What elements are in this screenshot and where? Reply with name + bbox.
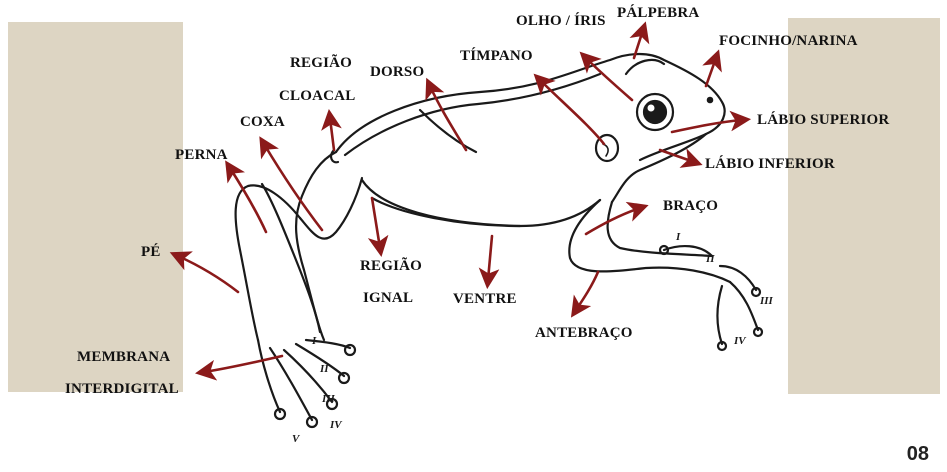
label-ventre: VENTRE bbox=[453, 291, 517, 308]
arrow-timpano bbox=[540, 80, 604, 144]
arrow-braco bbox=[586, 208, 640, 234]
foot-digit-numeral: III bbox=[321, 393, 336, 405]
foot-digit-numeral: IV bbox=[329, 419, 343, 431]
frog-eyelid bbox=[626, 60, 664, 74]
frog-hind-shin bbox=[236, 185, 300, 340]
label-dorso: DORSO bbox=[370, 64, 424, 81]
label-regiao-cloacal-line2: CLOACAL bbox=[279, 88, 355, 105]
label-olho-iris: OLHO / ÍRIS bbox=[516, 13, 606, 30]
frog-eye-highlight bbox=[648, 105, 655, 112]
page-number: 08 bbox=[907, 443, 929, 466]
foot-digit-numeral: V bbox=[292, 433, 301, 445]
foot-digit-numeral: II bbox=[319, 363, 329, 375]
label-coxa: COXA bbox=[240, 114, 285, 131]
hand-digit-numeral: I bbox=[675, 231, 681, 243]
arrow-labio-superior bbox=[672, 120, 742, 132]
arrow-ventre bbox=[488, 236, 492, 280]
arrow-olho-iris bbox=[586, 58, 632, 100]
arrow-regiao-cloacal bbox=[330, 118, 334, 150]
label-braco: BRAÇO bbox=[663, 198, 718, 215]
label-membrana: MEMBRANA bbox=[77, 349, 170, 366]
label-regiao-ignal-line1: REGIÃO bbox=[360, 258, 422, 275]
foot-digit-numeral: I bbox=[311, 335, 317, 347]
arrow-antebraco bbox=[576, 272, 598, 310]
frog-lower-jaw bbox=[612, 134, 706, 202]
frog-nostril bbox=[708, 98, 712, 102]
label-palpebra: PÁLPEBRA bbox=[617, 5, 699, 22]
arrow-membrana bbox=[204, 356, 282, 372]
label-pe: PÉ bbox=[141, 244, 161, 261]
hand-digit-numeral: II bbox=[705, 253, 715, 265]
label-focinho-narina: FOCINHO/NARINA bbox=[719, 33, 858, 50]
frog-hind-thigh bbox=[296, 152, 336, 340]
arrow-pe bbox=[178, 256, 238, 292]
arrow-focinho bbox=[706, 58, 716, 86]
frog-eye-inner bbox=[644, 101, 666, 123]
hand-digit-numeral: IV bbox=[733, 335, 747, 347]
label-antebraco: ANTEBRAÇO bbox=[535, 325, 633, 342]
label-labio-inferior: LÁBIO INFERIOR bbox=[705, 156, 835, 173]
hand-digit-numeral: III bbox=[759, 295, 774, 307]
label-labio-superior: LÁBIO SUPERIOR bbox=[757, 112, 889, 129]
label-timpano: TÍMPANO bbox=[460, 48, 533, 65]
label-perna: PERNA bbox=[175, 147, 228, 164]
arrow-coxa bbox=[264, 144, 322, 230]
label-interdigital: INTERDIGITAL bbox=[65, 381, 179, 398]
label-regiao-cloacal-line1: REGIÃO bbox=[290, 55, 352, 72]
arrow-regiao-ignal bbox=[372, 198, 380, 248]
frog-belly-outline bbox=[362, 180, 600, 226]
label-regiao-ignal-line2: IGNAL bbox=[363, 290, 413, 307]
frog-side-line bbox=[420, 110, 476, 152]
frog-belly-line bbox=[372, 198, 520, 226]
